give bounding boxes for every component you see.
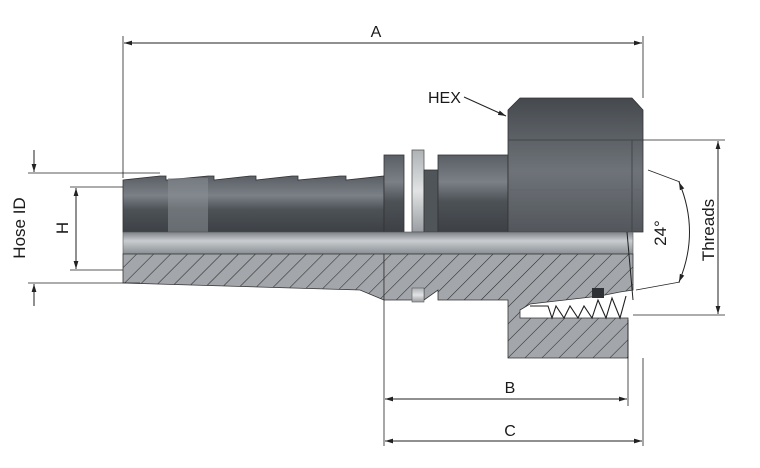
label-hex: HEX bbox=[428, 90, 461, 107]
thread-teeth bbox=[530, 295, 627, 320]
dimension-hose-id: Hose ID bbox=[10, 150, 160, 306]
dimension-b: B bbox=[383, 300, 629, 446]
label-b: B bbox=[505, 380, 516, 397]
tail-band bbox=[168, 178, 208, 232]
dimension-a: A bbox=[122, 24, 644, 178]
dimension-hex: HEX bbox=[428, 90, 507, 117]
label-threads: Threads bbox=[699, 199, 718, 261]
ferrule-stub bbox=[411, 287, 425, 303]
collar bbox=[383, 154, 405, 233]
section-view bbox=[122, 231, 634, 359]
section-tail bbox=[122, 253, 385, 301]
bore bbox=[122, 231, 634, 255]
hex-nut bbox=[507, 97, 644, 233]
label-a: A bbox=[371, 24, 382, 41]
label-c: C bbox=[504, 423, 516, 440]
dimension-c: C bbox=[385, 358, 644, 446]
shoulder bbox=[437, 154, 509, 233]
label-angle: 24° bbox=[651, 220, 670, 246]
dimension-h: H bbox=[53, 186, 123, 271]
label-hose-id: Hose ID bbox=[10, 197, 29, 258]
fitting-body bbox=[122, 97, 644, 255]
hose-tail bbox=[122, 175, 385, 233]
seat bbox=[592, 288, 604, 298]
ferrule-ring bbox=[411, 149, 425, 233]
dimension-threads: Threads bbox=[633, 139, 725, 316]
dimension-angle: 24° bbox=[635, 169, 690, 291]
label-h: H bbox=[53, 222, 72, 234]
neck bbox=[423, 169, 439, 233]
